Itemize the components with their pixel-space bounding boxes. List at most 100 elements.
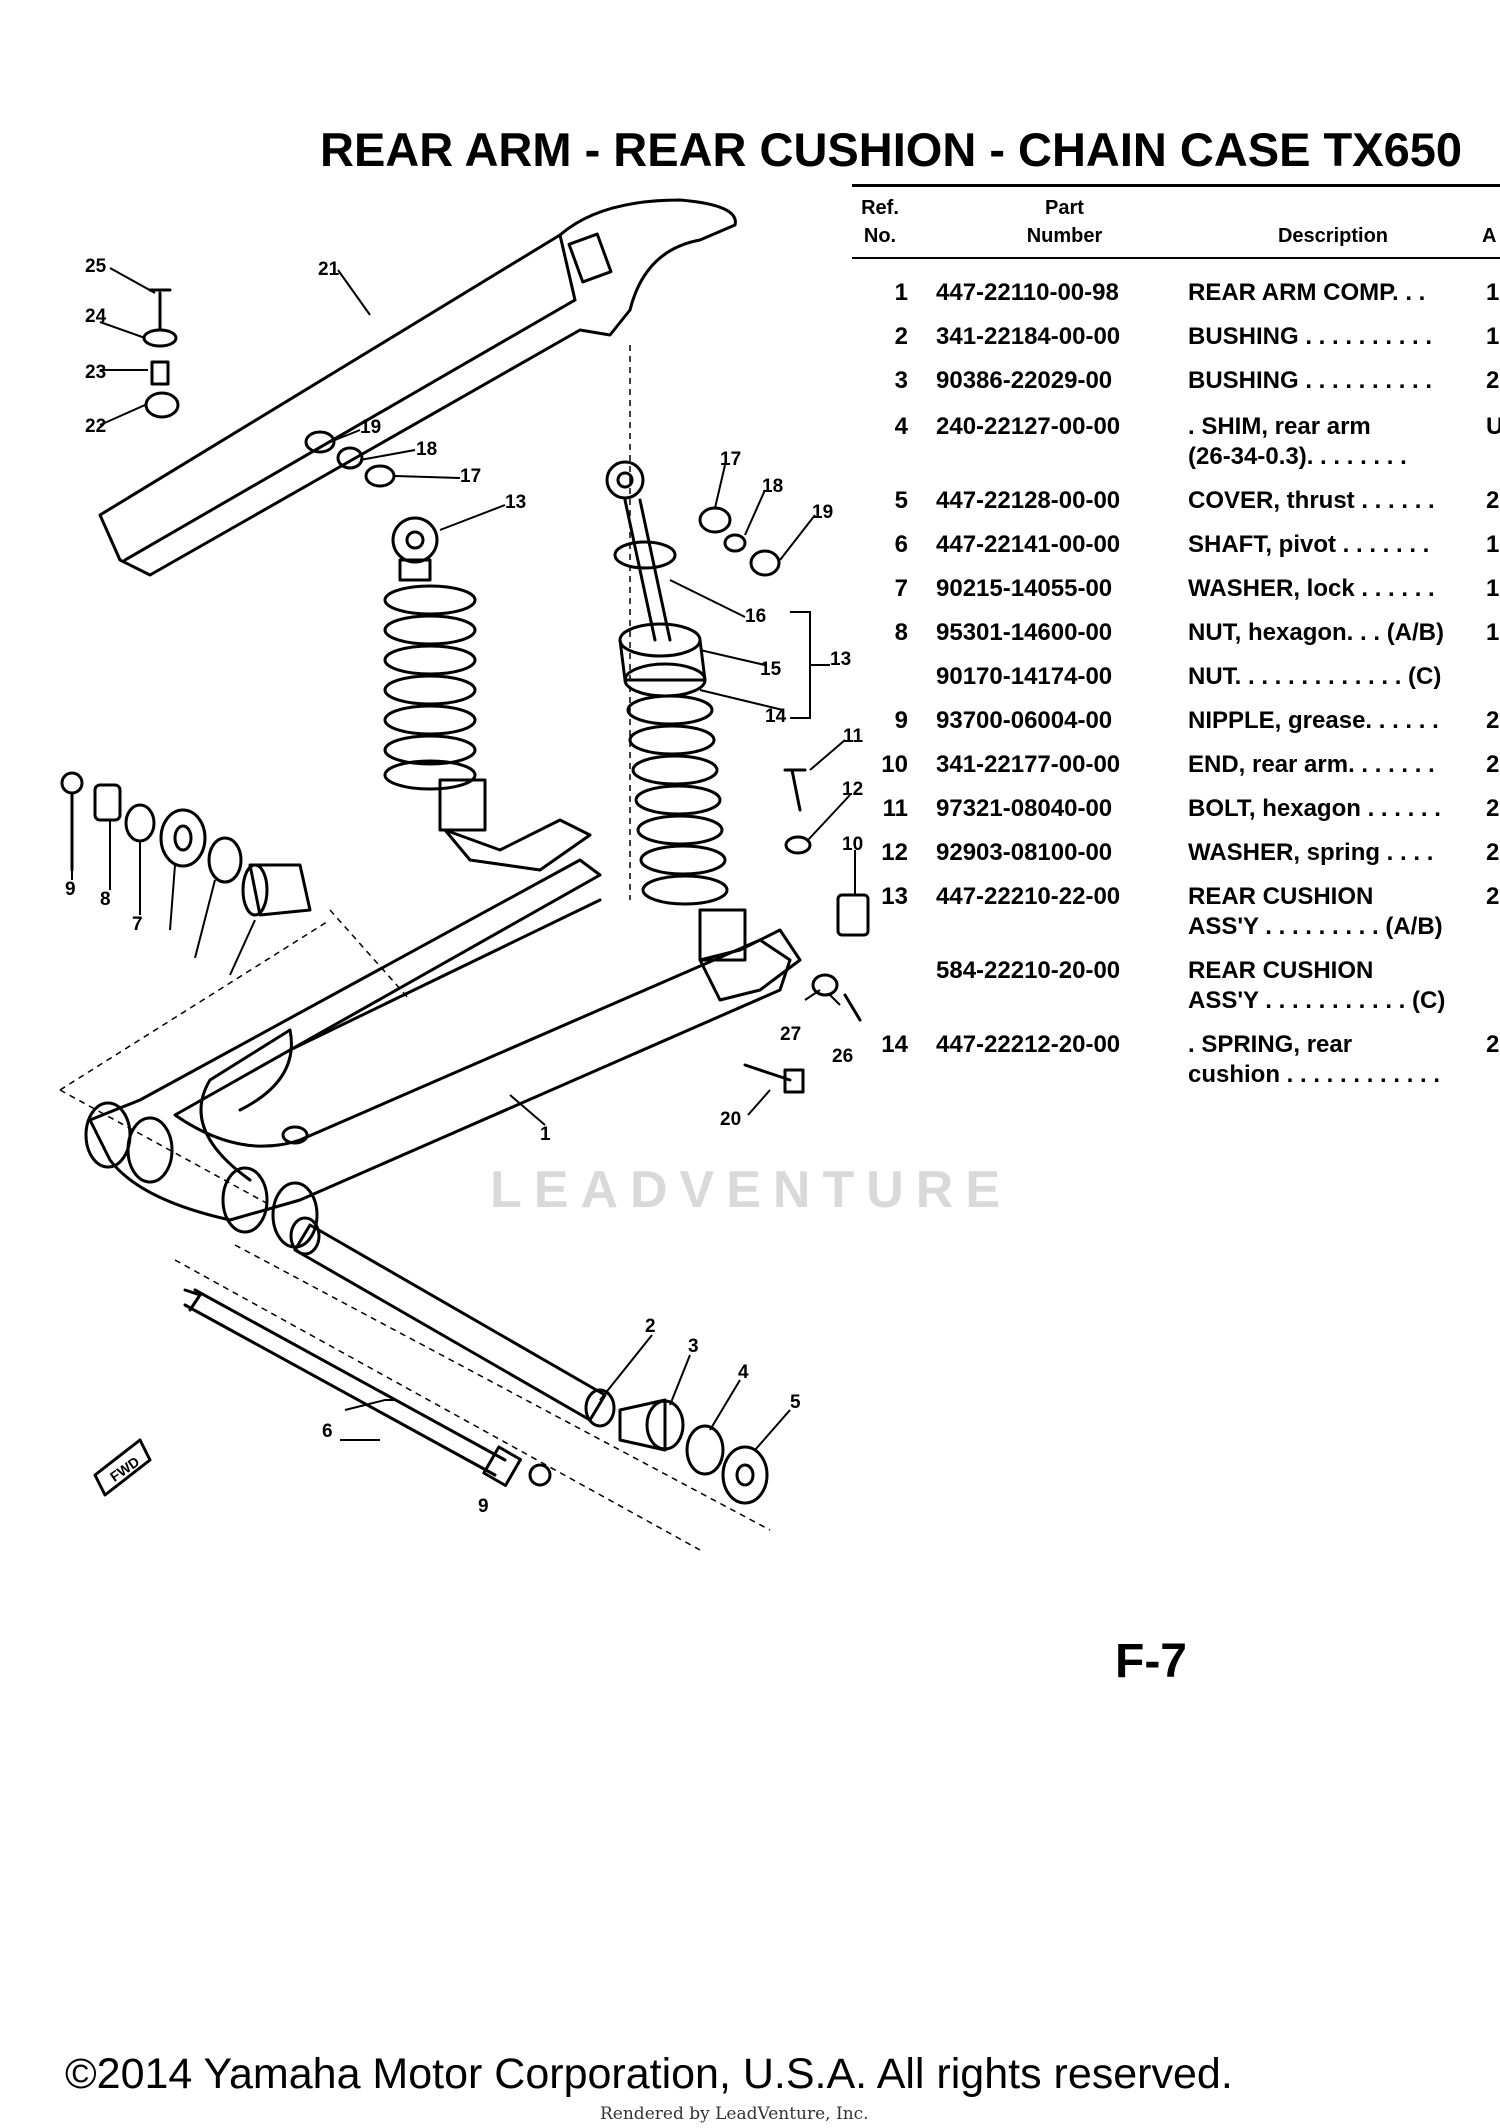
quantity-cell: 2 <box>1486 795 1500 822</box>
table-rule-header <box>852 257 1500 259</box>
description-cell: BOLT, hexagon . . . . . . <box>1188 794 1478 824</box>
quantity-cell: U <box>1486 413 1500 440</box>
pivot-shaft <box>183 1288 507 1477</box>
description-line-2: (26-34-0.3). . . . . . . . <box>1188 443 1407 470</box>
table-rule-top <box>852 184 1500 187</box>
description-line-1: REAR CUSHION <box>1188 957 1374 984</box>
description-cell: BUSHING . . . . . . . . . . <box>1188 366 1478 396</box>
callout-8: 8 <box>100 889 111 910</box>
header-description: Description <box>1277 225 1389 247</box>
copyright-notice: ©2014 Yamaha Motor Corporation, U.S.A. A… <box>65 2050 1233 2098</box>
quantity-cell: 2 <box>1486 883 1500 910</box>
description-line-1: COVER, thrust . . . . . . <box>1188 487 1435 514</box>
part-number-cell: 447-22141-00-00 <box>936 531 1121 558</box>
description-line-2: cushion . . . . . . . . . . . . <box>1188 1061 1441 1088</box>
ref-cell: 9 <box>894 707 908 734</box>
header-ref: Ref.No. <box>861 197 899 247</box>
callout-9: 9 <box>65 879 76 900</box>
callout-13: 13 <box>505 492 526 513</box>
description-line-2: ASS'Y . . . . . . . . . (A/B) <box>1188 913 1443 940</box>
callout-26: 26 <box>832 1046 853 1067</box>
ref-cell: 7 <box>894 575 908 602</box>
ref-cell: 1 <box>894 279 908 306</box>
callout-27: 27 <box>780 1024 801 1045</box>
ref-cell: 2 <box>894 323 908 350</box>
description-cell: REAR ARM COMP. . . <box>1188 278 1478 308</box>
description-line-1: WASHER, lock . . . . . . <box>1188 575 1435 602</box>
part-number-cell: 240-22127-00-00 <box>936 413 1121 440</box>
description-line-1: REAR CUSHION <box>1188 883 1374 910</box>
part-number-cell: 97321-08040-00 <box>936 795 1113 822</box>
quantity-cell: 2 <box>1486 707 1500 734</box>
page-title: REAR ARM - REAR CUSHION - CHAIN CASE TX6… <box>320 123 1463 176</box>
thrust-cover <box>721 1445 769 1505</box>
part-number-cell: 90386-22029-00 <box>936 367 1113 394</box>
part-number-cell: 341-22177-00-00 <box>936 751 1121 778</box>
ref-cell: 10 <box>881 751 908 778</box>
page-identifier: F-7 <box>1115 1635 1187 1688</box>
shim <box>685 1424 725 1476</box>
description-cell: NIPPLE, grease. . . . . . <box>1188 706 1478 736</box>
callout-18: 18 <box>416 439 437 460</box>
callout-23: 23 <box>85 362 106 383</box>
description-line-1: SHAFT, pivot . . . . . . . <box>1188 531 1430 558</box>
description-line-1: BUSHING . . . . . . . . . . <box>1188 323 1433 350</box>
header-qty: A <box>1482 225 1497 247</box>
callout-6: 6 <box>322 1421 333 1442</box>
callout-14: 14 <box>765 706 787 727</box>
callout-12: 12 <box>842 779 863 800</box>
callout-20: 20 <box>720 1109 741 1130</box>
ref-cell: 3 <box>894 367 908 394</box>
description-cell: . SHIM, rear arm (26-34-0.3). . . . . . .… <box>1188 412 1478 472</box>
quantity-cell: 2 <box>1486 839 1500 866</box>
callout-10: 10 <box>842 834 863 855</box>
ref-cell: 14 <box>881 1031 908 1058</box>
description-cell: BUSHING . . . . . . . . . . <box>1188 322 1478 352</box>
quantity-cell: 1 <box>1486 531 1500 558</box>
description-line-1: BOLT, hexagon . . . . . . <box>1188 795 1441 822</box>
callout-3: 3 <box>688 1336 699 1357</box>
ref-cell: 5 <box>894 487 908 514</box>
ref-cell: 4 <box>894 413 908 440</box>
callout-16: 16 <box>745 606 766 627</box>
part-number-cell: 447-22210-22-00 <box>936 883 1121 910</box>
callout-15: 15 <box>760 659 782 680</box>
description-line-1: . SHIM, rear arm <box>1188 413 1371 440</box>
part-number-cell: 447-22110-00-98 <box>936 279 1119 306</box>
quantity-cell: 1 <box>1486 279 1500 306</box>
callout-4: 4 <box>738 1362 749 1383</box>
part-number-cell: 341-22184-00-00 <box>936 323 1121 350</box>
callout-25: 25 <box>85 256 107 277</box>
quantity-cell: 2 <box>1486 1031 1500 1058</box>
quantity-cell: 2 <box>1486 751 1500 778</box>
callout-22: 22 <box>85 416 106 437</box>
description-cell: WASHER, lock . . . . . . <box>1188 574 1478 604</box>
quantity-cell: 2 <box>1486 367 1500 394</box>
description-line-1: NUT. . . . . . . . . . . . . (C) <box>1188 663 1442 690</box>
chain-case <box>98 198 737 577</box>
callout-18b: 18 <box>762 476 783 497</box>
part-number-cell: 447-22212-20-00 <box>936 1031 1121 1058</box>
callout-13b: 13 <box>830 649 851 670</box>
description-cell: REAR CUSHION ASS'Y . . . . . . . . . (A/B… <box>1188 882 1478 942</box>
callout-9b: 9 <box>478 1496 489 1517</box>
left-rear-cushion <box>383 516 592 872</box>
callout-19b: 19 <box>812 502 833 523</box>
callout-7: 7 <box>132 914 143 935</box>
ref-cell: 11 <box>882 795 908 822</box>
description-cell: WASHER, spring . . . . <box>1188 838 1478 868</box>
quantity-cell: 1 <box>1486 575 1500 602</box>
right-rear-cushion <box>605 460 802 1002</box>
description-cell: NUT. . . . . . . . . . . . . (C) <box>1188 662 1478 692</box>
ref-cell: 12 <box>881 839 908 866</box>
part-number-cell: 92903-08100-00 <box>936 839 1113 866</box>
description-line-1: WASHER, spring . . . . <box>1188 839 1434 866</box>
quantity-cell: 1 <box>1486 619 1500 646</box>
quantity-cell: 2 <box>1486 487 1500 514</box>
ref-cell: 8 <box>894 619 908 646</box>
part-number-cell: 93700-06004-00 <box>936 707 1113 734</box>
description-line-1: NIPPLE, grease. . . . . . <box>1188 707 1439 734</box>
